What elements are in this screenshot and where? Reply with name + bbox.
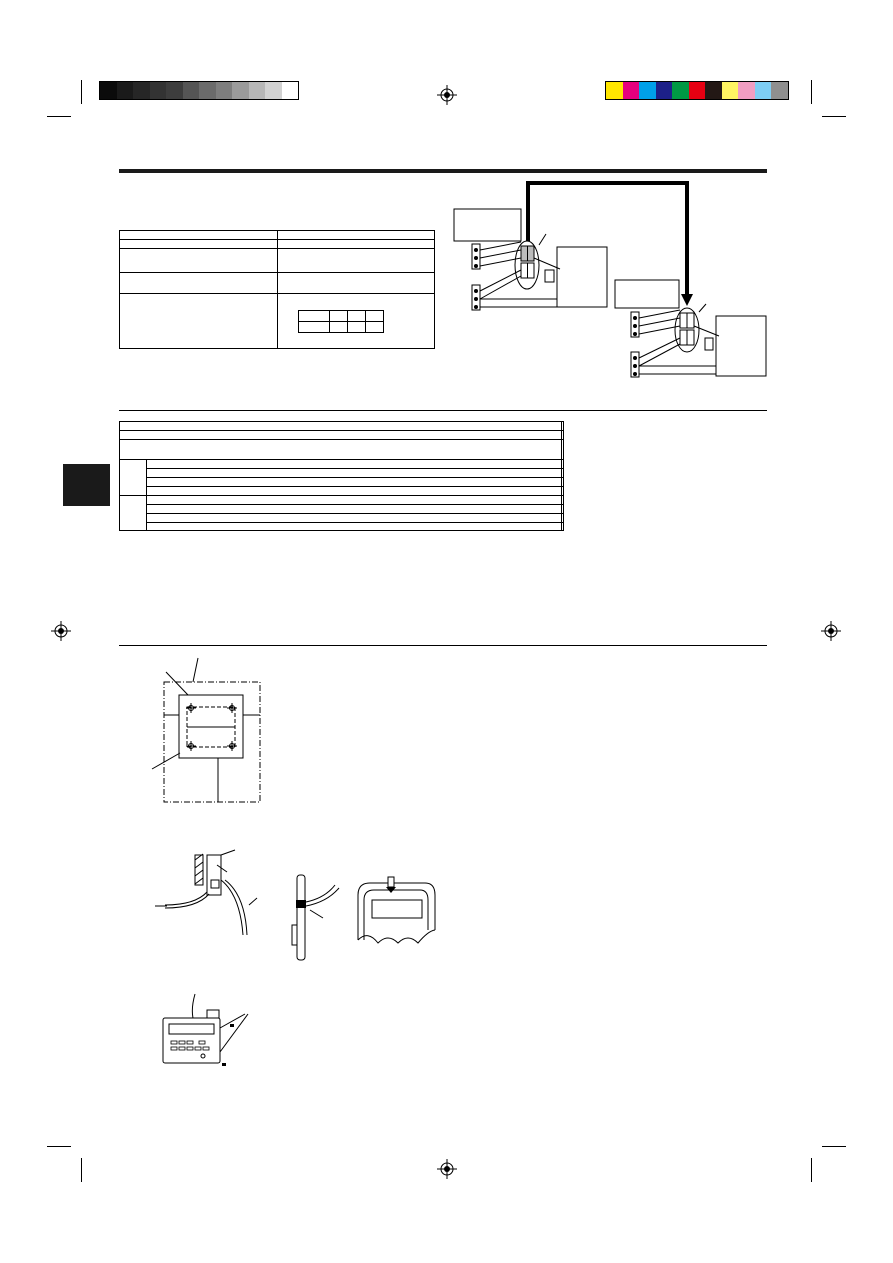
crop-mark-top-left-v: [81, 80, 82, 104]
registration-mark-left-icon: [51, 621, 71, 641]
color-swatch: [721, 82, 738, 99]
cover-knockout-drawing: [357, 876, 436, 944]
color-swatch: [738, 82, 755, 99]
crop-mark-bottom-left-v: [81, 1158, 82, 1182]
color-swatch: [672, 82, 689, 99]
color-swatch: [116, 82, 133, 99]
registration-mark-right-icon: [821, 621, 841, 641]
color-swatch: [232, 82, 249, 99]
spec-subtable: [298, 310, 384, 333]
grayscale-calibration-bar: [99, 81, 299, 100]
remote-controller-drawing: [162, 993, 249, 1066]
color-swatch: [166, 82, 183, 99]
registration-mark-bottom-icon: [437, 1159, 457, 1179]
crop-mark-bottom-right-h: [822, 1146, 846, 1147]
color-swatch: [248, 82, 265, 99]
color-swatch: [149, 82, 166, 99]
color-swatch: [133, 82, 150, 99]
color-swatch: [265, 82, 282, 99]
cable-side-drawing: [291, 874, 340, 961]
crop-mark-bottom-right-v: [811, 1158, 812, 1182]
color-swatch: [199, 82, 216, 99]
registration-mark-top-icon: [437, 85, 457, 105]
header-rule: [119, 169, 767, 173]
color-swatch: [606, 82, 623, 99]
section-divider-2: [119, 645, 767, 646]
color-swatch: [281, 82, 298, 99]
section-divider-1: [119, 410, 767, 411]
cable-entry-drawing: [155, 849, 258, 936]
color-swatch: [622, 82, 639, 99]
color-calibration-bar: [605, 81, 789, 100]
color-swatch: [754, 82, 771, 99]
spec-table-1: [119, 230, 435, 349]
color-swatch: [655, 82, 672, 99]
color-swatch: [100, 82, 117, 99]
mounting-plate-drawing: [151, 657, 261, 803]
crop-mark-top-right-v: [811, 80, 812, 104]
color-swatch: [215, 82, 232, 99]
color-swatch: [705, 82, 722, 99]
crop-mark-top-right-h: [822, 116, 846, 117]
color-swatch: [688, 82, 705, 99]
crop-mark-bottom-left-h: [47, 1146, 71, 1147]
color-swatch: [182, 82, 199, 99]
color-swatch: [639, 82, 656, 99]
language-side-tab: [63, 464, 110, 506]
spec-table-2: [118, 421, 564, 531]
color-swatch: [771, 82, 788, 99]
wiring-diagram: [453, 181, 767, 378]
crop-mark-top-left-h: [47, 116, 71, 117]
